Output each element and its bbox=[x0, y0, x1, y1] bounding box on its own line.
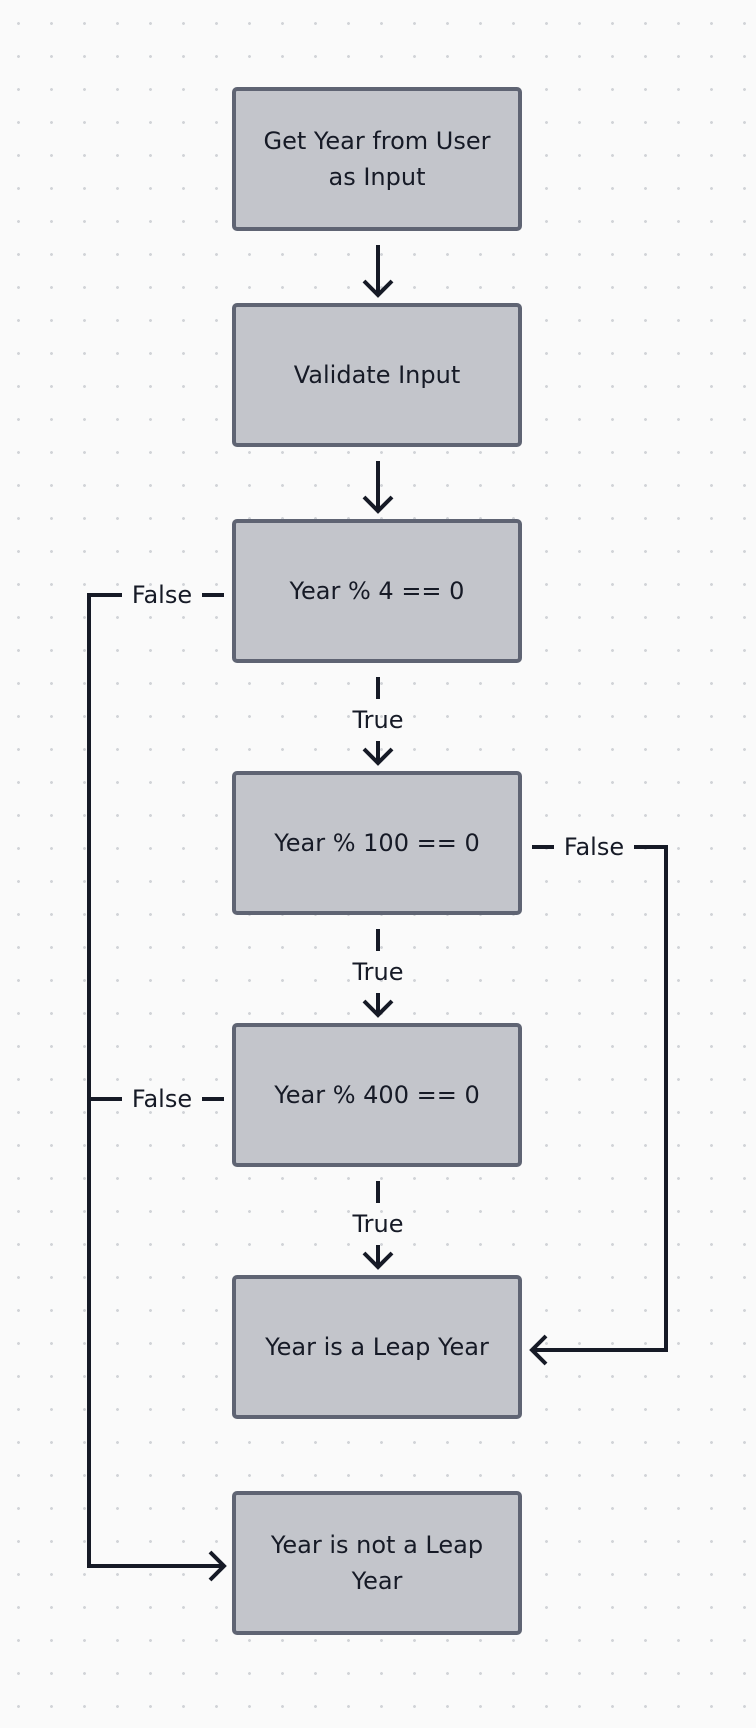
edge-div100-to-leap bbox=[532, 845, 668, 1352]
node-year-mod-100: Year % 100 == 0 bbox=[232, 771, 522, 915]
node-label: Year is a Leap Year bbox=[265, 1333, 489, 1361]
node-validate-input: Validate Input bbox=[232, 303, 522, 447]
node-not-leap-year: Year is not a Leap Year bbox=[232, 1491, 522, 1635]
node-label: Year is not a Leap Year bbox=[270, 1531, 484, 1595]
edge-label-div4-true: True bbox=[352, 706, 404, 734]
arrowhead-icon bbox=[362, 279, 394, 298]
node-label: Get Year from User as Input bbox=[263, 127, 491, 191]
arrowhead-icon bbox=[529, 1334, 548, 1366]
arrowhead-icon bbox=[208, 1550, 227, 1582]
edge-label-div400-false: False bbox=[131, 1085, 193, 1113]
edge-label-div4-false: False bbox=[131, 581, 193, 609]
arrowhead-icon bbox=[362, 1251, 394, 1270]
node-label: Year % 4 == 0 bbox=[289, 577, 465, 605]
edge-label-div400-true: True bbox=[352, 1210, 404, 1238]
edge-div4-to-not-leap bbox=[87, 593, 224, 1568]
node-leap-year: Year is a Leap Year bbox=[232, 1275, 522, 1419]
node-year-mod-400: Year % 400 == 0 bbox=[232, 1023, 522, 1167]
node-label: Validate Input bbox=[293, 361, 461, 389]
arrowhead-icon bbox=[362, 747, 394, 766]
node-label: Year % 400 == 0 bbox=[274, 1081, 480, 1109]
node-label: Year % 100 == 0 bbox=[274, 829, 480, 857]
arrowhead-icon bbox=[362, 999, 394, 1018]
edge-label-div100-true: True bbox=[352, 958, 404, 986]
edge-label-div100-false: False bbox=[563, 833, 625, 861]
node-year-mod-4: Year % 4 == 0 bbox=[232, 519, 522, 663]
node-get-year-input: Get Year from User as Input bbox=[232, 87, 522, 231]
arrowhead-icon bbox=[362, 495, 394, 514]
